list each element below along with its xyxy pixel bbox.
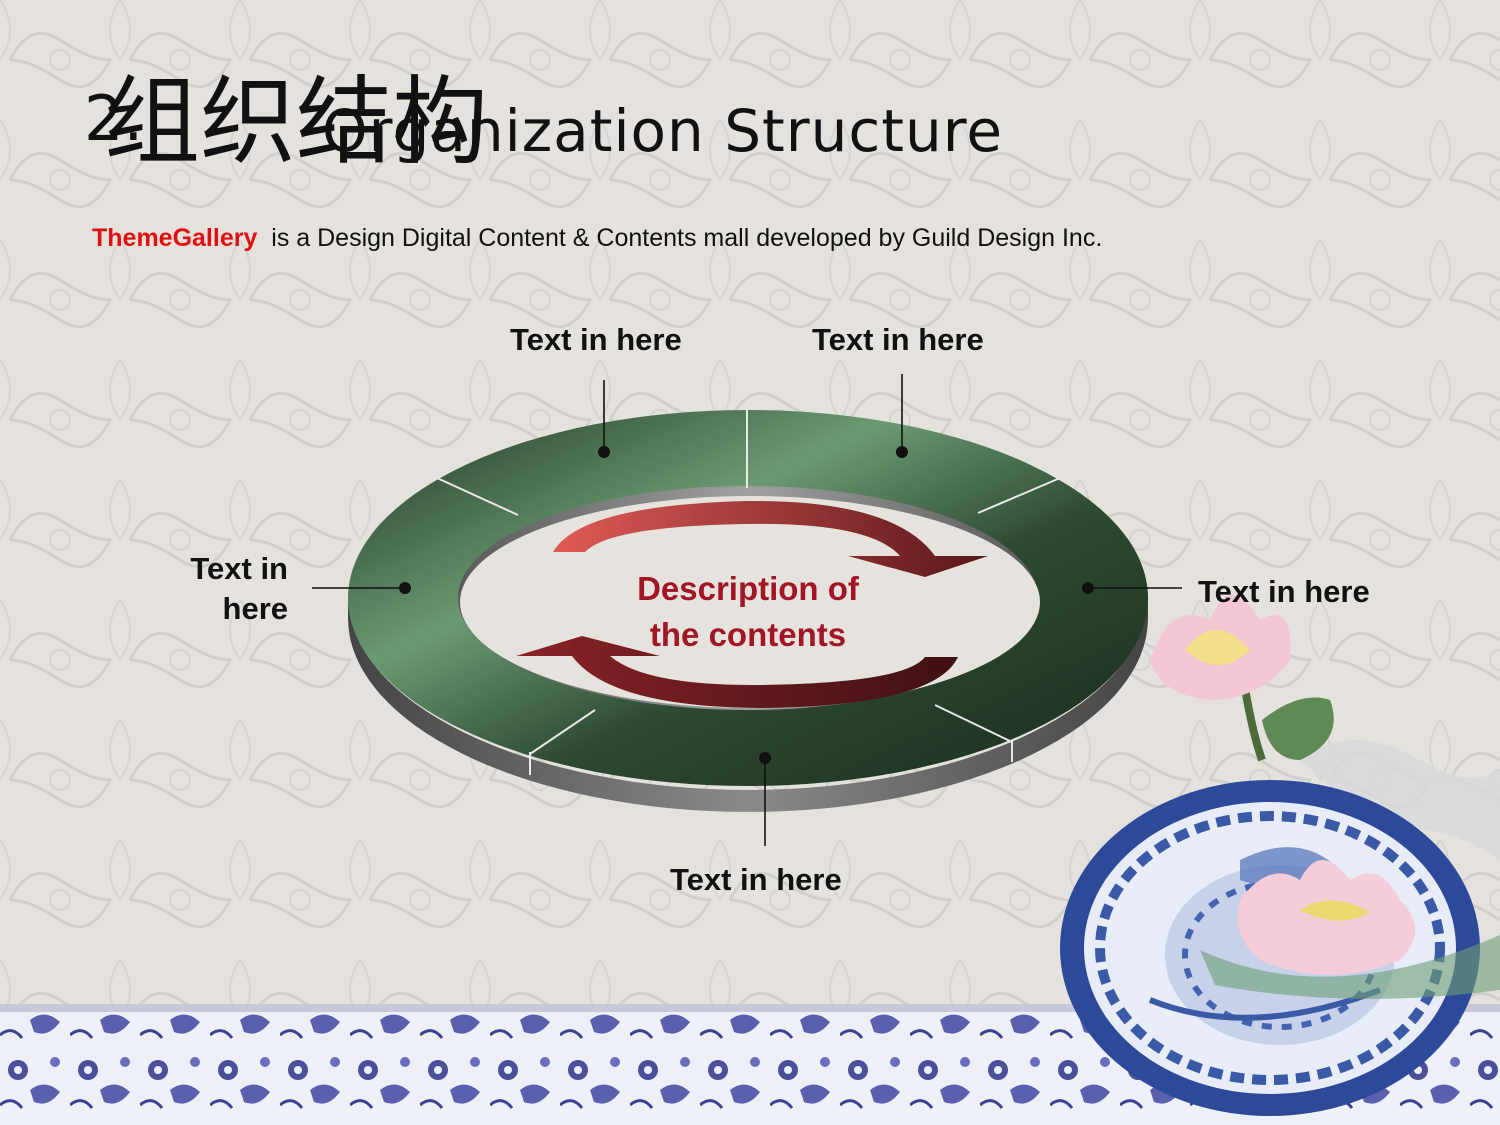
connector-lines — [312, 374, 1182, 846]
label-left: Text in here — [150, 549, 288, 629]
center-description-line1: Description of — [637, 570, 859, 607]
center-description-line2: the contents — [649, 616, 847, 653]
label-right: Text in here — [1198, 574, 1370, 609]
lotus-flower-image — [1150, 595, 1500, 999]
center-description: Description of the contents — [600, 566, 896, 658]
connector-dots — [399, 446, 1094, 764]
title-english: Organization Structure — [322, 97, 1004, 165]
arrow-top — [553, 500, 988, 577]
label-top-right: Text in here — [812, 322, 984, 357]
label-top-left: Text in here — [510, 322, 682, 357]
label-left-line1: Text in — [190, 551, 288, 586]
ring-dividers — [436, 410, 1061, 775]
title-number: 2. — [84, 82, 144, 155]
title-chinese: 组织结构 — [104, 66, 488, 178]
label-bottom: Text in here — [670, 862, 842, 897]
label-left-line2: here — [222, 591, 288, 626]
subtitle: ThemeGallery is a Design Digital Content… — [92, 224, 1102, 253]
arrow-bottom — [516, 636, 958, 708]
subtitle-text: is a Design Digital Content & Contents m… — [271, 224, 1103, 252]
brand-name: ThemeGallery — [92, 224, 258, 252]
